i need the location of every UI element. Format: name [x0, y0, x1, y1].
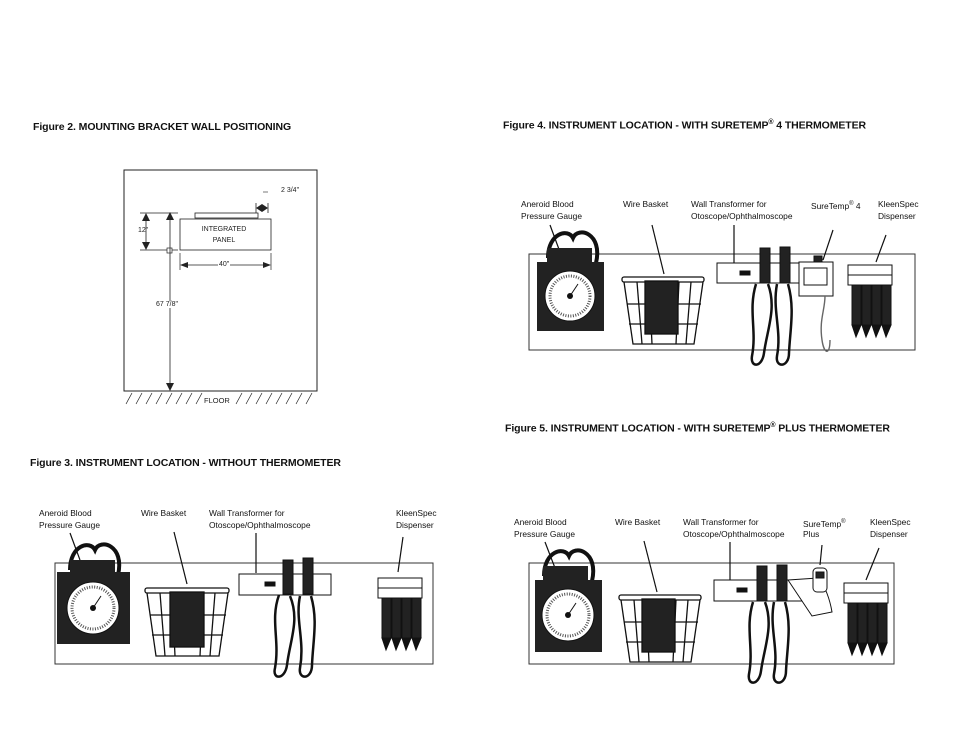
fig4-label-basket: Wire Basket [623, 199, 669, 209]
fig5-gauge-icon [535, 548, 602, 652]
fig3-label-kleenspec-line1: KleenSpec [396, 508, 437, 518]
fig4-label-transformer-line2: Otoscope/Ophthalmoscope [691, 211, 793, 221]
fig3-label-aneroid-line1: Aneroid Blood [39, 508, 92, 518]
fig5-label-suretemp-line2: Plus [803, 529, 820, 539]
fig5-transformer-icon [713, 564, 807, 684]
fig5-thermometer-icon [787, 567, 833, 617]
fig5-label-basket: Wire Basket [615, 517, 661, 527]
fig5-label-aneroid-line1: Aneroid Blood [514, 517, 567, 527]
fig4-label-kleenspec-line2: Dispenser [878, 211, 916, 221]
fig3-transformer-icon [238, 557, 332, 678]
figure4-title-suffix: 4 THERMOMETER [773, 119, 866, 132]
fig5-suretemp-reg: ® [841, 519, 846, 525]
fig3-label-transformer-line2: Otoscope/Ophthalmoscope [209, 520, 311, 530]
fig4-label-aneroid-line1: Aneroid Blood [521, 199, 574, 209]
fig3-label-basket: Wire Basket [141, 508, 187, 518]
dim-height-offset-label: 12" [138, 227, 149, 234]
dim-height-label: 67 7/8" [156, 301, 178, 308]
figure4-title: Figure 4. INSTRUMENT LOCATION - WITH SUR… [503, 119, 866, 132]
fig4-suretemp-text: SureTemp [811, 200, 850, 211]
fig3-label-kleenspec-line2: Dispenser [396, 520, 434, 530]
fig3-basket-icon [144, 587, 230, 657]
fig4-gauge-icon [537, 230, 604, 331]
fig4-basket-icon [621, 276, 705, 345]
floor-label: FLOOR [204, 396, 230, 405]
fig4-label-kleenspec-line1: KleenSpec [878, 199, 919, 209]
fig3-label-aneroid-line2: Pressure Gauge [39, 520, 100, 530]
panel-label-line1: INTEGRATED [201, 226, 247, 233]
fig5-label-aneroid-line2: Pressure Gauge [514, 529, 575, 539]
fig4-suretemp-suffix: 4 [853, 200, 861, 211]
fig5-dispenser-icon [843, 582, 889, 657]
fig4-thermometer-icon [798, 255, 834, 352]
fig3-dispenser-icon [377, 577, 423, 652]
fig4-suretemp-reg: ® [849, 201, 854, 207]
fig5-label-kleenspec-line1: KleenSpec [870, 517, 911, 527]
figure5-title-suffix: PLUS THERMOMETER [775, 422, 890, 435]
dim-side-label: 2 3/4" [281, 187, 300, 194]
fig5-label-suretemp-line1: SureTemp® [803, 516, 846, 530]
figure4-title-reg: ® [768, 119, 774, 126]
fig4-label-aneroid-line2: Pressure Gauge [521, 211, 582, 221]
fig3-gauge-icon [57, 542, 130, 644]
figure5-title-text: Figure 5. INSTRUMENT LOCATION - WITH SUR… [505, 422, 771, 435]
figure5-title: Figure 5. INSTRUMENT LOCATION - WITH SUR… [505, 422, 890, 435]
figure3-title: Figure 3. INSTRUMENT LOCATION - WITHOUT … [30, 457, 341, 469]
fig5-suretemp-text: SureTemp [803, 518, 842, 529]
fig5-basket-icon [618, 594, 702, 663]
fig5-label-transformer-line2: Otoscope/Ophthalmoscope [683, 529, 785, 539]
panel-label-line2: PANEL [212, 237, 236, 244]
figure5-title-reg: ® [770, 422, 776, 429]
fig4-label-transformer-line1: Wall Transformer for [691, 199, 767, 209]
dim-width-label: 40" [218, 261, 231, 268]
figure2-title: Figure 2. MOUNTING BRACKET WALL POSITION… [33, 121, 292, 133]
fig5-label-transformer-line1: Wall Transformer for [683, 517, 759, 527]
fig3-label-transformer-line1: Wall Transformer for [209, 508, 285, 518]
figure4-title-text: Figure 4. INSTRUMENT LOCATION - WITH SUR… [503, 119, 769, 132]
fig4-dispenser-icon [847, 264, 893, 339]
fig5-label-kleenspec-line2: Dispenser [870, 529, 908, 539]
fig4-label-suretemp: SureTemp® 4 [811, 198, 861, 212]
